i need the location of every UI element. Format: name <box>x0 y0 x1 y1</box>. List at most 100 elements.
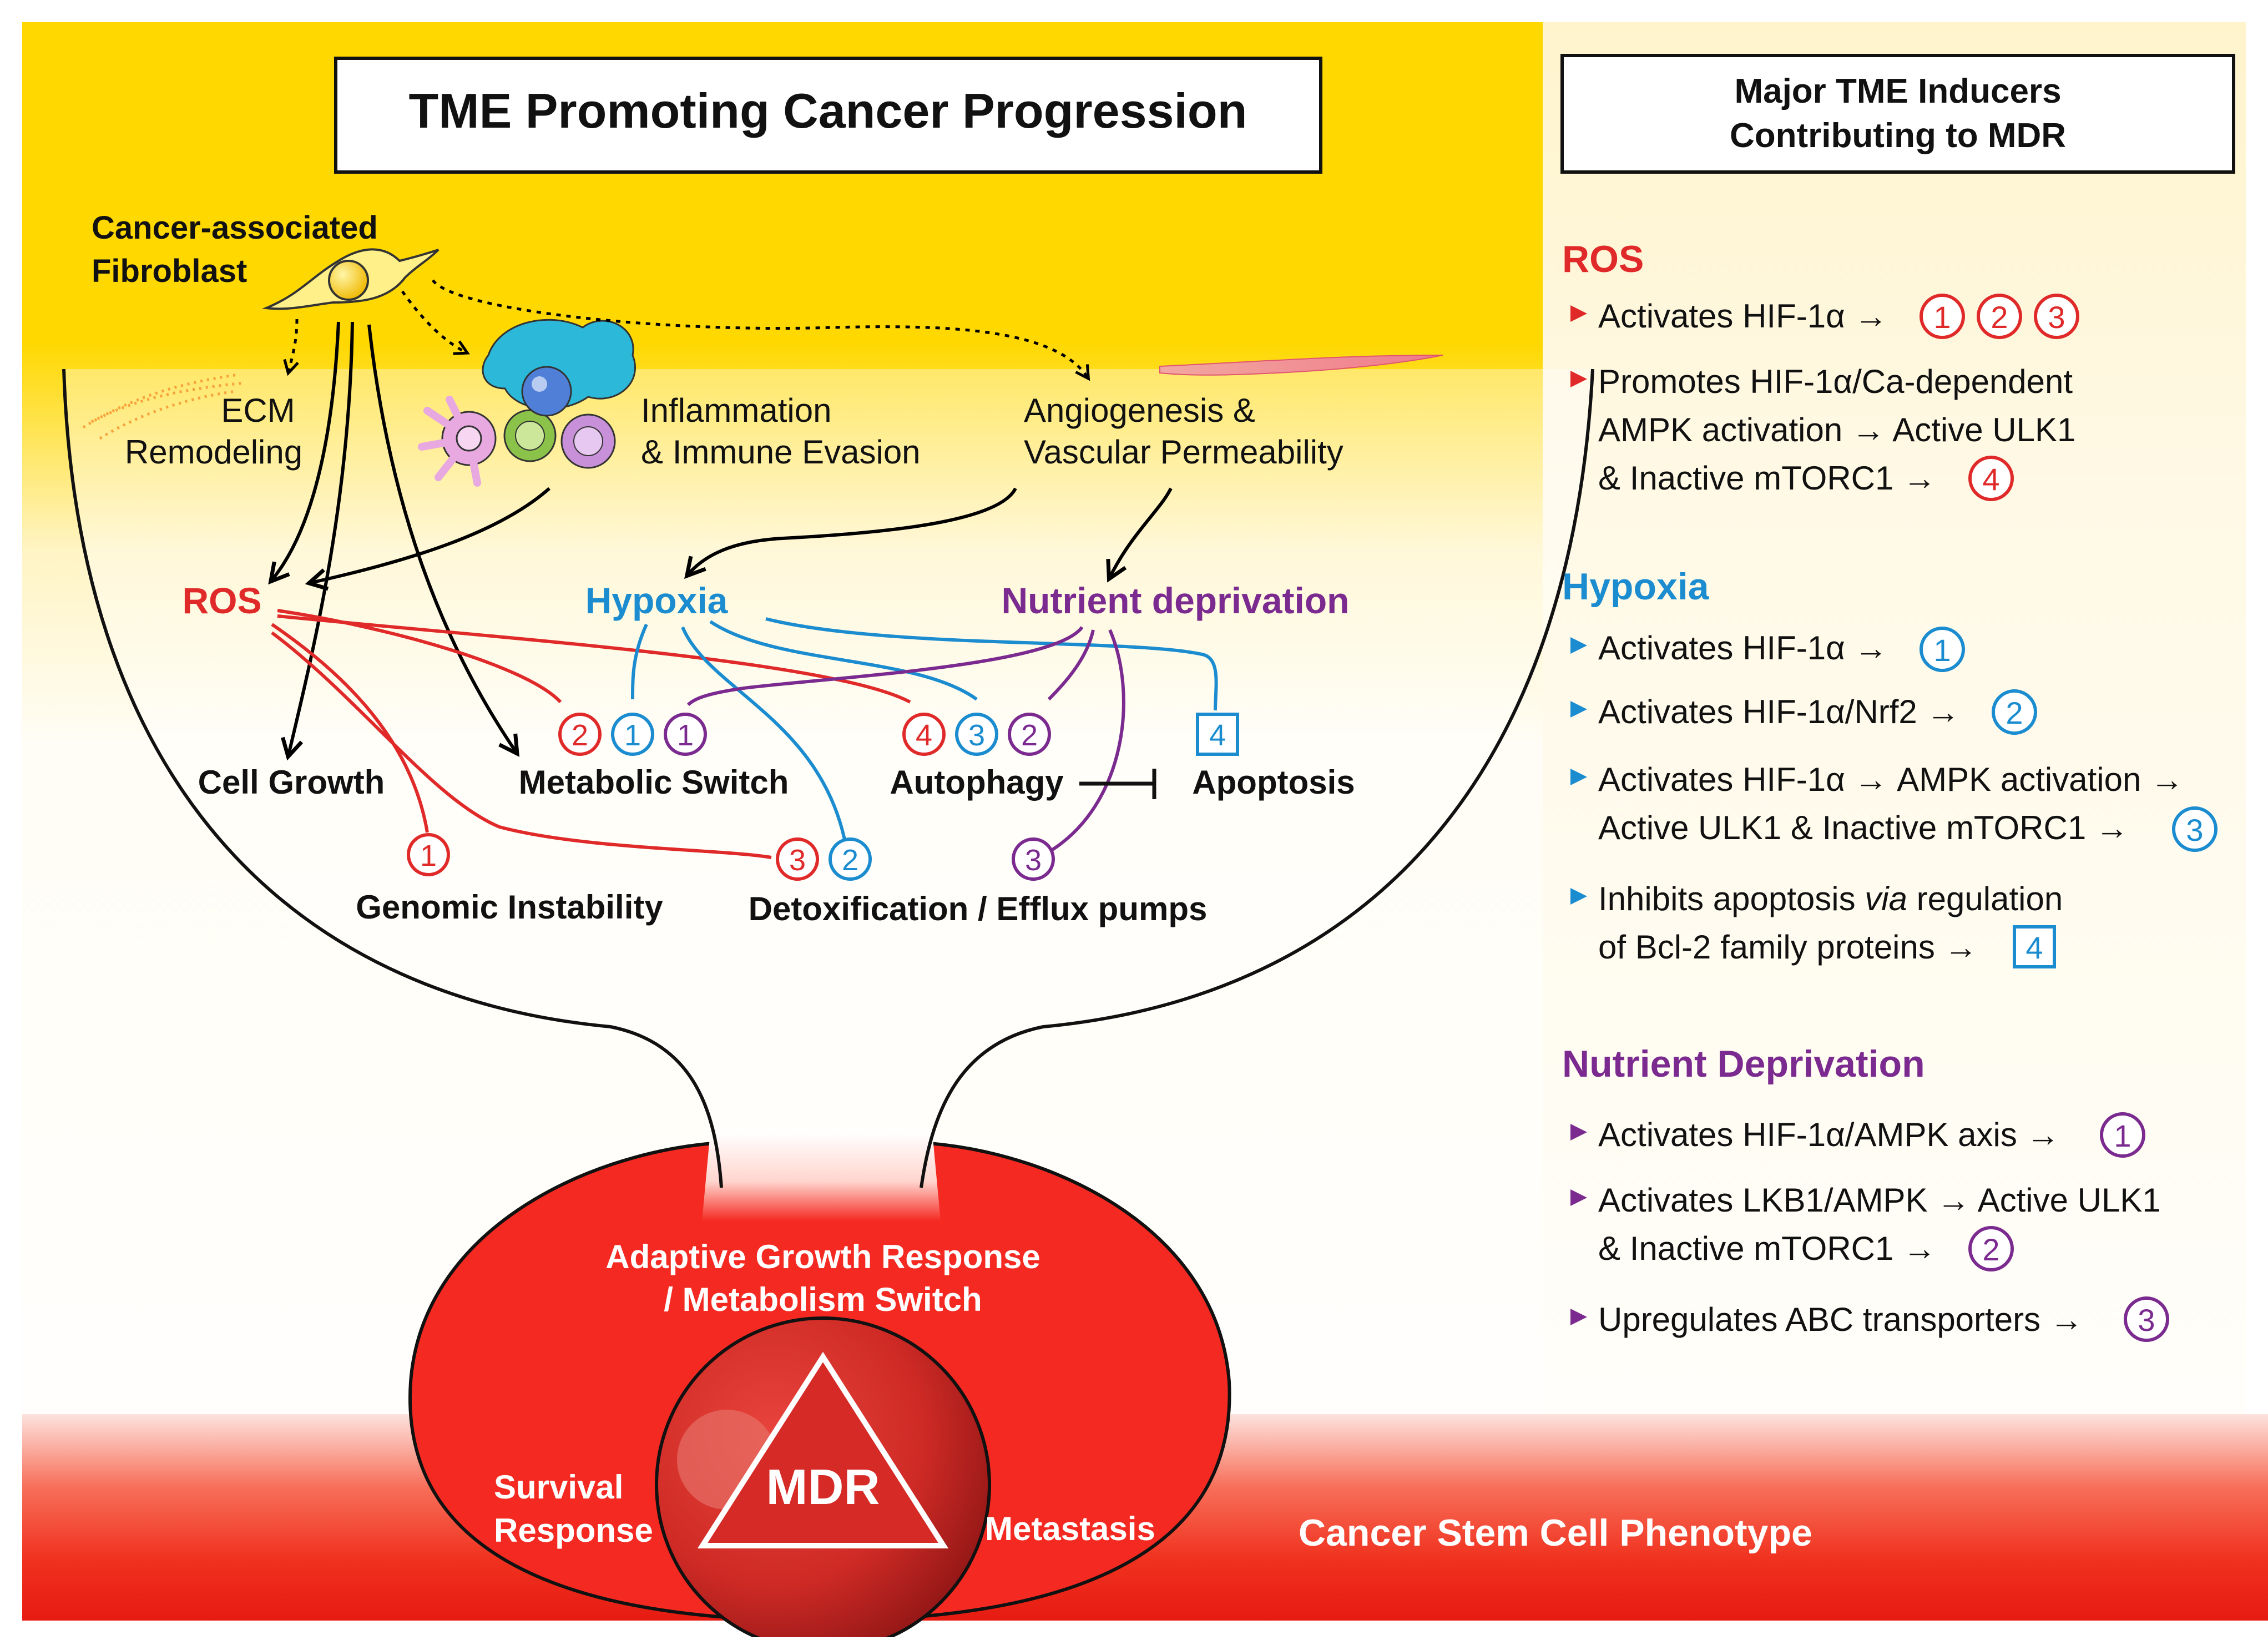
badge-metabolic-hypoxia: 1 <box>611 713 654 756</box>
svg-text:of Bcl-2 family proteins →: of Bcl-2 family proteins → <box>1598 929 1978 966</box>
metastasis-label: Metastasis <box>985 1510 1155 1547</box>
cancer-stem-cell-label: Cancer Stem Cell Phenotype <box>1299 1512 1812 1554</box>
black-arrows <box>272 321 1173 755</box>
genomic-instability-label: Genomic Instability <box>356 889 663 926</box>
caf-label-line1: Cancer-associated <box>92 210 378 246</box>
sidebar-hypoxia-heading: Hypoxia <box>1562 566 1710 608</box>
adaptive-label-line2: / Metabolism Switch <box>664 1281 982 1318</box>
ecm-label-line2: Remodeling <box>125 433 302 471</box>
svg-text:Promotes HIF-1α/Ca-dependent: Promotes HIF-1α/Ca-dependent <box>1598 363 2073 400</box>
svg-text:3: 3 <box>1025 844 1042 877</box>
right-panel-background <box>1543 22 2246 1621</box>
apoptosis-label: Apoptosis <box>1192 764 1355 801</box>
svg-text:AMPK activation → Active ULK1: AMPK activation → Active ULK1 <box>1598 411 2075 448</box>
svg-text:1: 1 <box>2114 1118 2131 1153</box>
svg-text:3: 3 <box>2048 300 2065 335</box>
svg-text:Activates LKB1/AMPK → Active U: Activates LKB1/AMPK → Active ULK1 <box>1598 1182 2161 1219</box>
badge-autophagy-hypoxia: 3 <box>955 713 998 756</box>
caf-dotted-arrows <box>289 279 1088 377</box>
svg-text:& Inactive mTORC1 →: & Inactive mTORC1 → <box>1598 460 1936 497</box>
sidebar-ros-item-2: Promotes HIF-1α/Ca-dependent AMPK activa… <box>1570 363 2075 501</box>
svg-text:3: 3 <box>968 719 985 752</box>
badge-metabolic-ros: 2 <box>558 713 602 756</box>
sidebar-hypoxia-item-2: Activates HIF-1α/Nrf2 → 2 <box>1570 689 2037 735</box>
funnel-neck-fade <box>702 1132 941 1221</box>
badge-metabolic-nutrient: 1 <box>664 713 707 756</box>
mdr-triangle <box>697 1351 949 1548</box>
sidebar-title-line1: Major TME Inducers <box>1734 72 2061 110</box>
funnel-interior <box>64 369 1593 1188</box>
blood-vessel-icon <box>1159 355 1443 376</box>
immune-cells-icon <box>418 319 636 487</box>
title-box <box>334 57 1322 174</box>
nutrient-label: Nutrient deprivation <box>1001 580 1349 621</box>
svg-text:2: 2 <box>1991 300 2008 335</box>
svg-text:4: 4 <box>916 719 932 752</box>
nutrient-connection-lines <box>686 626 1125 854</box>
sidebar-nutrient-heading: Nutrient Deprivation <box>1562 1043 1925 1085</box>
badge-autophagy-nutrient: 2 <box>1008 713 1051 756</box>
badge-detox-ros: 3 <box>776 837 819 881</box>
inflammation-label-line1: Inflammation <box>641 392 831 429</box>
mdr-label: MDR <box>766 1460 880 1515</box>
sidebar-nutrient-item-2: Activates LKB1/AMPK → Active ULK1 & Inac… <box>1570 1182 2161 1271</box>
sidebar-title-line2: Contributing to MDR <box>1730 117 2066 155</box>
sidebar-hypoxia-item-3: Activates HIF-1α → AMPK activation → Act… <box>1570 761 2218 852</box>
svg-text:Activates HIF-1α → AMPK activa: Activates HIF-1α → AMPK activation → <box>1598 761 2184 798</box>
sidebar-ros-heading: ROS <box>1562 238 1644 280</box>
svg-text:2: 2 <box>842 844 858 877</box>
svg-text:3: 3 <box>789 844 806 877</box>
autophagy-label: Autophagy <box>890 764 1064 801</box>
svg-text:1: 1 <box>1933 633 1951 668</box>
svg-text:Upregulates ABC transporters →: Upregulates ABC transporters → <box>1598 1301 2083 1338</box>
sidebar-hypoxia-item-1: Activates HIF-1α → 1 <box>1570 627 1965 672</box>
page-title: TME Promoting Cancer Progression <box>409 83 1247 138</box>
badge-detox-hypoxia: 2 <box>829 837 872 881</box>
ros-label: ROS <box>182 580 261 621</box>
svg-text:Inhibits apoptosis via regulat: Inhibits apoptosis via regulation <box>1598 880 2063 917</box>
survival-label-line2: Response <box>494 1512 653 1549</box>
badge-autophagy-ros: 4 <box>902 713 946 756</box>
funnel-right-outline <box>920 369 1594 1188</box>
angiogenesis-label-line1: Angiogenesis & <box>1024 392 1255 429</box>
svg-text:Active ULK1 & Inactive mTORC1: Active ULK1 & Inactive mTORC1 → <box>1598 809 2129 846</box>
adaptive-label-line1: Adaptive Growth Response <box>605 1238 1040 1275</box>
sidebar-hypoxia-item-4: Inhibits apoptosis via regulation of Bcl… <box>1570 880 2063 968</box>
svg-text:Activates HIF-1α/AMPK axis →: Activates HIF-1α/AMPK axis → <box>1598 1116 2060 1153</box>
sidebar-header-box <box>1560 54 2235 174</box>
svg-text:2: 2 <box>1021 719 1038 752</box>
svg-text:Activates HIF-1α →: Activates HIF-1α → <box>1598 297 1887 335</box>
badge-genomic-ros: 1 <box>407 833 450 876</box>
hypoxia-label: Hypoxia <box>585 580 729 621</box>
funnel-left-outline <box>62 369 723 1188</box>
caf-label-line2: Fibroblast <box>92 253 247 289</box>
hypoxia-connection-lines <box>631 617 1218 866</box>
angiogenesis-label-line2: Vascular Permeability <box>1024 433 1343 471</box>
ecm-label-line1: ECM <box>221 392 295 429</box>
svg-text:Activates HIF-1α/Nrf2 →: Activates HIF-1α/Nrf2 → <box>1598 693 1959 730</box>
svg-text:Activates HIF-1α →: Activates HIF-1α → <box>1598 629 1887 667</box>
fibroblast-nucleus <box>328 260 369 301</box>
sidebar-ros-item-1: Activates HIF-1α → 1 2 3 <box>1570 294 2079 339</box>
svg-text:1: 1 <box>624 719 641 752</box>
cell-growth-label: Cell Growth <box>198 764 385 801</box>
svg-text:2: 2 <box>1982 1232 1999 1267</box>
svg-text:1: 1 <box>1933 300 1951 335</box>
badge-apoptosis-hypoxia: 4 <box>1196 713 1239 756</box>
detox-label: Detoxification / Efflux pumps <box>749 890 1208 927</box>
svg-text:2: 2 <box>2006 695 2023 730</box>
metabolic-switch-label: Metabolic Switch <box>519 764 789 801</box>
badge-detox-nutrient: 3 <box>1012 837 1055 881</box>
svg-text:3: 3 <box>2138 1303 2155 1338</box>
ecm-fibers-icon <box>82 373 245 440</box>
sidebar-nutrient-item-1: Activates HIF-1α/AMPK axis → 1 <box>1570 1112 2145 1158</box>
svg-text:3: 3 <box>2186 813 2203 847</box>
sidebar-nutrient-item-3: Upregulates ABC transporters → 3 <box>1570 1296 2169 1342</box>
svg-text:4: 4 <box>2025 930 2043 965</box>
survival-label-line1: Survival <box>494 1469 623 1506</box>
inflammation-label-line2: & Immune Evasion <box>641 433 921 471</box>
svg-text:1: 1 <box>677 719 694 752</box>
svg-text:1: 1 <box>420 839 437 872</box>
